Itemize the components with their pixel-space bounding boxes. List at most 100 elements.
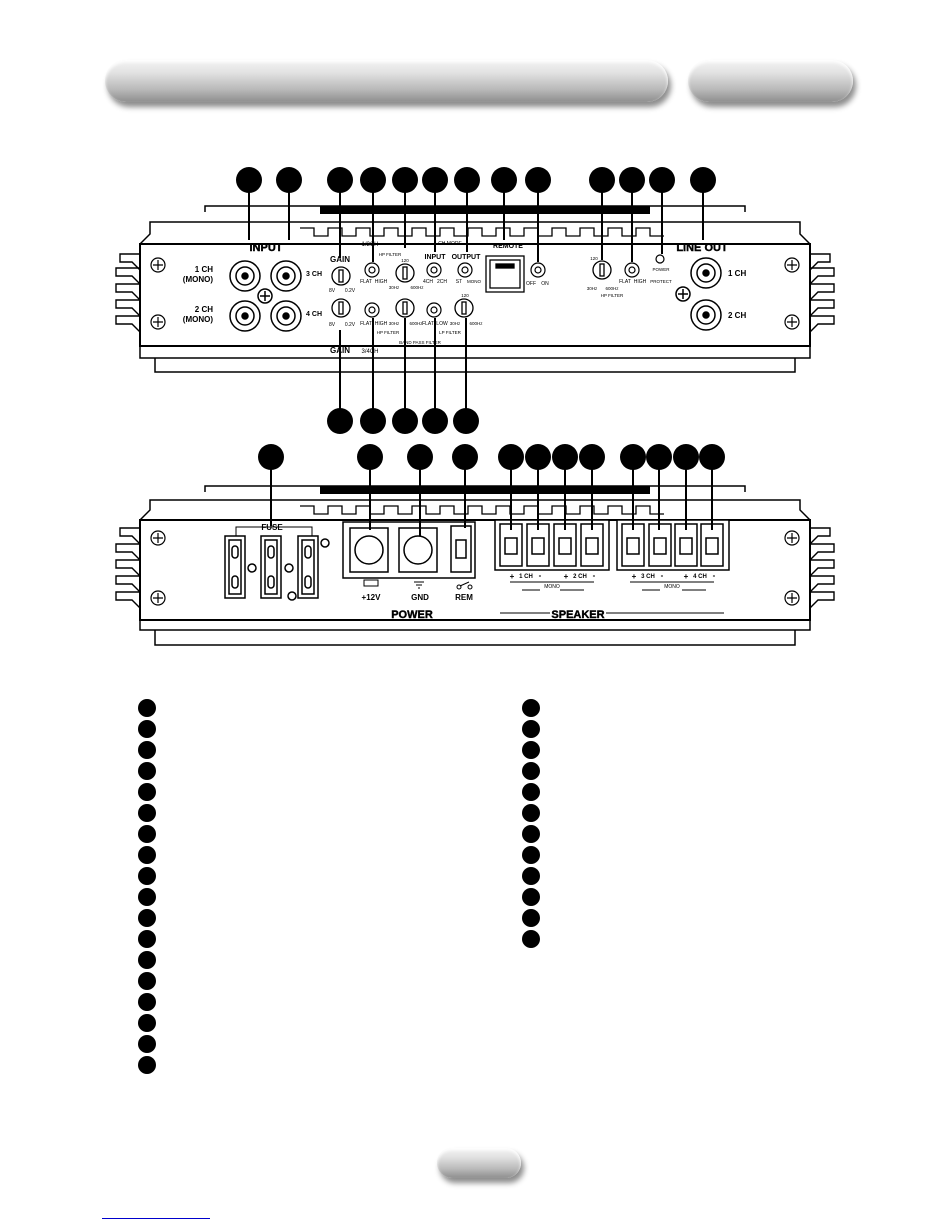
callout-front-15	[360, 408, 386, 434]
legend-dot	[522, 909, 540, 927]
freq-30-label-1: 30Hz	[389, 285, 400, 290]
switch-flat-label-1: FLAT	[360, 279, 372, 285]
front-switches	[364, 254, 665, 318]
gnd-label: GND	[411, 593, 429, 602]
ch3-plus-label: +	[632, 572, 637, 581]
remote-on-label: ON	[541, 281, 549, 287]
input-2ch-label: 2 CH	[195, 305, 213, 314]
switch-high-label-1: HIGH	[375, 279, 388, 285]
band-pass-filter-label: BAND PASS FILTER	[399, 340, 442, 345]
legend-dot	[138, 1056, 156, 1074]
callout-front-5	[392, 167, 418, 193]
legend-dot	[138, 741, 156, 759]
front-knobs	[331, 260, 612, 318]
gain-4ch-label: 4 CH	[306, 311, 322, 318]
switch-flat-label-2: FLAT	[360, 321, 372, 327]
power-terminals	[342, 521, 476, 579]
page-number-pill	[437, 1148, 521, 1178]
ch2-minus-label: -	[593, 571, 596, 580]
callout-back-6	[525, 444, 551, 470]
hp-filter-label-2: HP FILTER	[377, 330, 400, 335]
switch-high-label-4: HIGH	[634, 279, 647, 285]
callout-front-11	[619, 167, 645, 193]
line-out-section-label: LINE OUT	[676, 242, 728, 254]
input-2ch-mono-label: (MONO)	[183, 315, 214, 324]
legend-dot	[138, 720, 156, 738]
front-panel: INPUT 1 CH (MONO) 2 CH (MONO) GAIN 3 CH …	[115, 180, 835, 420]
input-2ch-label: 2CH	[437, 279, 447, 285]
ch-mode-label: CH MODE	[438, 241, 462, 247]
output-st-label: ST	[456, 279, 462, 285]
legend-dot	[138, 993, 156, 1011]
legend-dot	[522, 867, 540, 885]
header-bar-left	[105, 60, 668, 102]
gain-min-label: 8V	[329, 288, 336, 294]
callout-back-12	[699, 444, 725, 470]
switch-flat-label-3: FLAT	[422, 321, 434, 327]
callout-front-16	[392, 408, 418, 434]
ch3-minus-label: -	[661, 571, 664, 580]
callout-front-17	[422, 408, 448, 434]
callout-front-2	[276, 167, 302, 193]
legend-dot	[138, 783, 156, 801]
remote-port	[485, 255, 525, 293]
callout-front-8	[491, 167, 517, 193]
callout-front-6	[422, 167, 448, 193]
legend-dot	[138, 825, 156, 843]
hp-filter-label-1: HP FILTER	[379, 252, 402, 257]
gain-top-label: GAIN	[330, 255, 350, 264]
group-34ch-label: 3/4CH	[361, 349, 378, 355]
ch2-label: 2 CH	[573, 574, 587, 580]
output-mono-label: MONO	[467, 279, 481, 284]
gain-max-label: 0.2V	[345, 288, 356, 294]
input-1ch-mono-label: (MONO)	[183, 275, 214, 284]
freq-30-label-2: 30Hz	[389, 321, 400, 326]
legend-dot	[522, 741, 540, 759]
legend-dot	[138, 1014, 156, 1032]
ch4-plus-label: +	[684, 572, 689, 581]
freq-600-label-2: 600Hz	[409, 321, 423, 326]
ch1-label: 1 CH	[519, 574, 533, 580]
header-bar-right	[688, 60, 853, 102]
footer-link-underline[interactable]	[102, 1218, 210, 1219]
ch4-minus-label: -	[713, 571, 716, 580]
input-1ch-label: 1 CH	[195, 265, 213, 274]
switch-flat-label-4: FLAT	[619, 279, 631, 285]
ch1-minus-label: -	[539, 571, 542, 580]
callout-back-8	[579, 444, 605, 470]
legend-dot	[138, 699, 156, 717]
callout-front-3	[327, 167, 353, 193]
gain-max-label-2: 0.2V	[345, 322, 356, 328]
rca-line-out-jacks	[675, 257, 722, 331]
legend-dot	[138, 972, 156, 990]
switch-high-label-2: HIGH	[375, 321, 388, 327]
legend-dot	[522, 846, 540, 864]
legend-dot	[138, 909, 156, 927]
legend-dot	[522, 699, 540, 717]
legend-dot	[522, 804, 540, 822]
hp-filter-label-3: HP FILTER	[601, 293, 624, 298]
power-led-label: POWER	[652, 267, 670, 272]
fuse-holders	[224, 535, 330, 601]
freq-120-label-1: 120	[401, 258, 409, 263]
freq-120-label-3: 120	[461, 293, 469, 298]
callout-front-10	[589, 167, 615, 193]
callout-back-4	[452, 444, 478, 470]
callout-front-9	[525, 167, 551, 193]
legend-dot	[138, 1035, 156, 1053]
group-12ch-label: 1/2CH	[361, 242, 378, 248]
rem-label: REM	[455, 593, 473, 602]
legend-dot	[138, 951, 156, 969]
freq-600-label-1: 600Hz	[410, 285, 424, 290]
callout-front-13	[690, 167, 716, 193]
line-out-1ch-label: 1 CH	[728, 269, 746, 278]
freq-30-label-4: 30Hz	[587, 286, 598, 291]
legend-dot	[522, 762, 540, 780]
input-switch-label: INPUT	[425, 254, 447, 261]
input-4ch-label: 4CH	[423, 279, 433, 285]
back-panel: FUSE +12V GND REM POWER	[115, 468, 835, 646]
freq-30-label-3: 30Hz	[450, 321, 461, 326]
remote-label: REMOTE	[493, 243, 523, 250]
ch4-label: 4 CH	[693, 574, 707, 580]
